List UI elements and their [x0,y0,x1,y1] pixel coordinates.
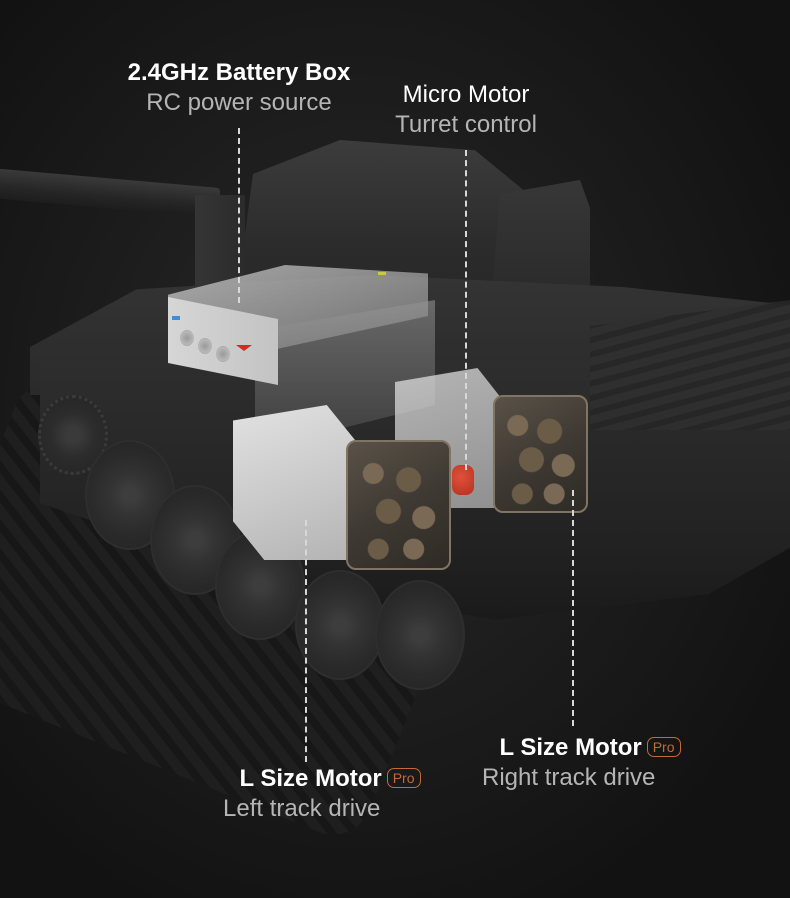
battery-port-hole [216,346,230,362]
road-wheel [375,580,465,690]
callout-subtitle: Turret control [395,111,537,138]
battery-leader-line [238,128,240,303]
battery-red-marker [236,345,252,351]
battery-yellow-marker [378,272,386,275]
battery-port-hole [180,330,194,346]
callout-subtitle: Right track drive [482,764,656,791]
callout-title: L Size Motor [499,734,642,761]
red-connector-pin [452,465,474,495]
right-motor-leader-line [572,490,574,726]
callout-title: 2.4GHz Battery Box [127,59,351,86]
callout-subtitle: RC power source [146,89,332,116]
callout-battery-box: 2.4GHz Battery Box RC power source [108,58,370,118]
road-wheel [295,570,385,680]
left-motor-leader-line [305,520,307,762]
callout-subtitle: Left track drive [223,795,381,822]
tank-gun-barrel [0,168,221,218]
callout-title: L Size Motor [239,765,382,792]
pro-badge: Pro [646,736,681,757]
callout-micro-motor: Micro Motor Turret control [380,80,552,140]
right-motor-face [493,395,588,513]
battery-port-hole [198,338,212,354]
callout-title: Micro Motor [402,81,530,108]
pro-badge: Pro [386,767,421,788]
left-motor-face [346,440,451,570]
left-motor-body [233,405,358,560]
micro-motor-leader-line [465,150,467,470]
battery-blue-marker [172,316,180,320]
